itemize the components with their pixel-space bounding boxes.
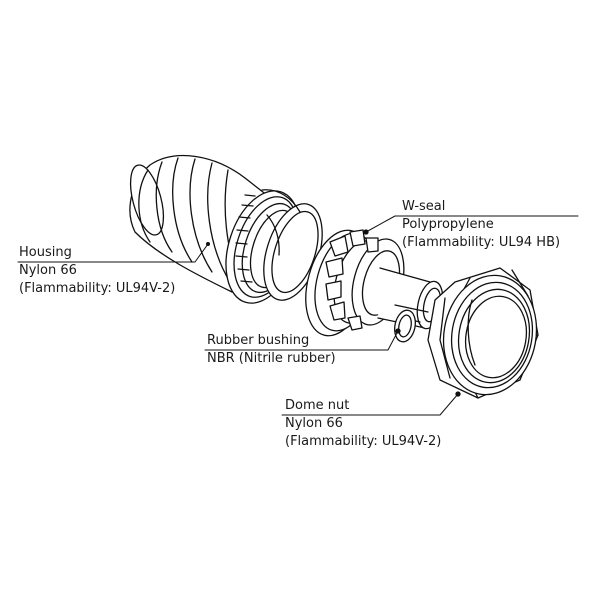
housing-callout: Housing Nylon 66 (Flammability: UL94V-2) bbox=[19, 244, 175, 298]
housing-note: (Flammability: UL94V-2) bbox=[19, 281, 176, 296]
domenut-name: Dome nut bbox=[285, 398, 350, 413]
housing-leader bbox=[17, 243, 209, 263]
wseal-name: W-seal bbox=[402, 199, 446, 214]
wseal-callout: W-seal Polypropylene (Flammability: UL94… bbox=[402, 198, 560, 252]
housing-material: Nylon 66 bbox=[19, 263, 77, 278]
dome-nut-part bbox=[427, 267, 539, 399]
housing-part bbox=[129, 154, 323, 304]
bushing-material: NBR (Nitrile rubber) bbox=[207, 351, 336, 366]
wseal-leader bbox=[365, 215, 579, 233]
domenut-callout: Dome nut Nylon 66 (Flammability: UL94V-2… bbox=[285, 397, 441, 451]
rubber-bushing-part bbox=[377, 267, 444, 343]
wseal-note: (Flammability: UL94 HB) bbox=[402, 235, 561, 250]
bushing-leader bbox=[204, 330, 399, 351]
bushing-callout: Rubber bushing NBR (Nitrile rubber) bbox=[207, 332, 336, 368]
domenut-leader bbox=[281, 393, 459, 416]
domenut-note: (Flammability: UL94V-2) bbox=[285, 434, 442, 449]
domenut-material: Nylon 66 bbox=[285, 416, 343, 431]
leader-lines bbox=[17, 215, 579, 416]
wseal-material: Polypropylene bbox=[402, 217, 494, 232]
bushing-name: Rubber bushing bbox=[207, 333, 310, 348]
housing-name: Housing bbox=[19, 245, 72, 260]
